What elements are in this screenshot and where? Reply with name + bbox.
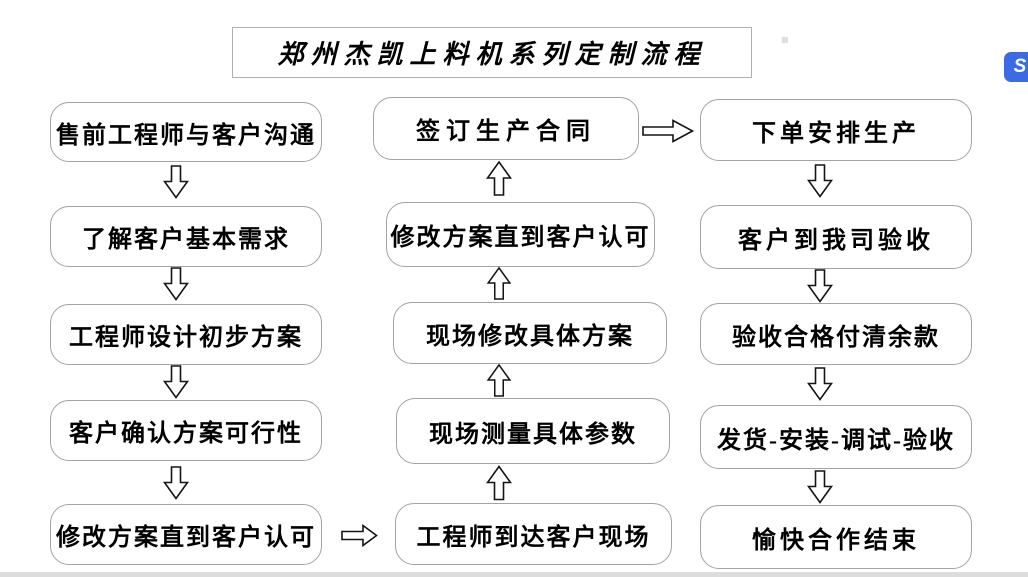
flow-node-engineer-arrives-site: 工程师到达客户现场 [395, 503, 672, 565]
node-label: 客户到我司验收 [738, 227, 934, 254]
node-label: 工程师设计初步方案 [69, 325, 303, 351]
down-arrow-icon [807, 367, 833, 401]
down-arrow-icon [807, 164, 833, 198]
flow-node-place-order-production: 下单安排生产 [700, 99, 972, 161]
node-label: 工程师到达客户现场 [416, 524, 651, 551]
flow-node-cooperation-end: 愉快合作结束 [700, 505, 972, 569]
flow-node-pay-balance: 验收合格付清余款 [700, 303, 972, 365]
flow-node-onsite-revise-plan: 现场修改具体方案 [393, 302, 667, 364]
s-logo-watermark-icon[interactable]: S [1004, 52, 1028, 82]
flow-node-sign-contract: 签订生产合同 [373, 97, 639, 160]
right-arrow-icon [642, 119, 694, 143]
page-title: 郑州杰凯上料机系列定制流程 [277, 40, 707, 69]
flow-node-onsite-measure-params: 现场测量具体参数 [396, 398, 670, 464]
flow-node-initial-design: 工程师设计初步方案 [50, 304, 322, 365]
node-label: 现场测量具体参数 [429, 421, 637, 448]
node-label: 修改方案直到客户认可 [56, 525, 316, 551]
node-label: 客户确认方案可行性 [69, 421, 303, 447]
flow-node-understand-needs: 了解客户基本需求 [50, 206, 322, 267]
node-label: 愉快合作结束 [752, 527, 920, 554]
down-arrow-icon [163, 365, 189, 399]
node-label: 下单安排生产 [752, 120, 920, 147]
up-arrow-icon [486, 363, 512, 397]
up-arrow-icon [486, 266, 512, 300]
watermark-glyph: S [1013, 56, 1027, 77]
node-label: 签订生产合同 [416, 119, 596, 145]
flow-node-revise-until-approved-2: 修改方案直到客户认可 [386, 202, 655, 267]
flow-node-presales-communication: 售前工程师与客户沟通 [50, 102, 322, 162]
flow-node-revise-until-approved-1: 修改方案直到客户认可 [50, 504, 322, 565]
up-arrow-icon [486, 160, 512, 196]
right-arrow-icon [341, 524, 378, 547]
node-label: 了解客户基本需求 [82, 227, 290, 253]
node-label: 现场修改具体方案 [426, 323, 634, 350]
speck-artifact [782, 37, 788, 43]
flowchart-title-box: 郑州杰凯上料机系列定制流程 [232, 27, 752, 78]
down-arrow-icon [163, 466, 189, 500]
flow-node-confirm-feasibility: 客户确认方案可行性 [50, 400, 322, 461]
flow-node-customer-acceptance: 客户到我司验收 [700, 205, 972, 269]
node-label: 修改方案直到客户认可 [390, 225, 651, 251]
node-label: 验收合格付清余款 [732, 324, 940, 351]
down-arrow-icon [163, 165, 189, 199]
down-arrow-icon [807, 269, 833, 303]
node-label: 售前工程师与客户沟通 [56, 122, 316, 149]
down-arrow-icon [163, 267, 189, 301]
flow-node-ship-install-debug: 发货-安装-调试-验收 [700, 405, 972, 469]
down-arrow-icon [807, 470, 833, 504]
node-label: 发货-安装-调试-验收 [717, 427, 955, 454]
bottom-edge-strip [0, 572, 1028, 577]
up-arrow-icon [486, 465, 512, 501]
